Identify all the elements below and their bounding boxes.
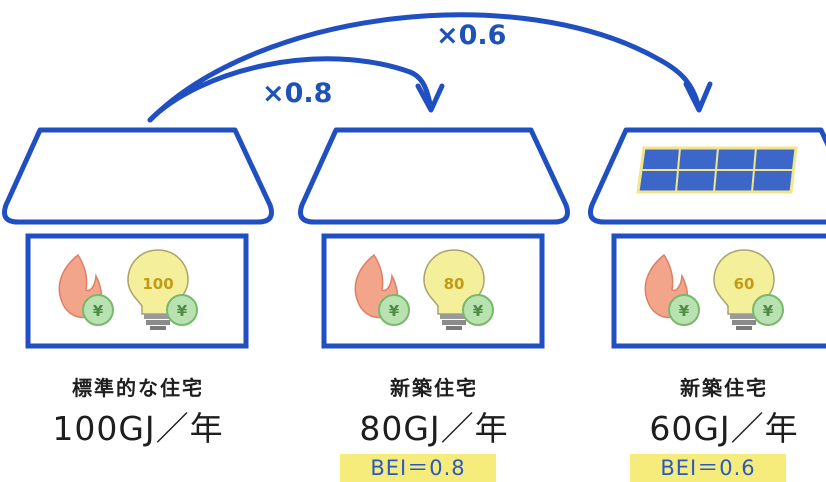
bulb-value: 80 — [444, 275, 465, 293]
house-caption: 新築住宅 — [680, 376, 768, 400]
house-caption: 新築住宅 — [390, 376, 478, 400]
house-new-1 — [301, 130, 568, 346]
yen-coin-icon: ¥ — [473, 302, 484, 320]
bei-badge: BEI＝0.8 — [340, 454, 496, 482]
house-standard — [5, 130, 272, 346]
energy-value: 60GJ／年 — [649, 409, 799, 448]
curved-arrow-icon — [147, 56, 445, 123]
bulb-value: 100 — [142, 275, 173, 293]
curved-arrow-icon — [147, 12, 713, 123]
yen-coin-icon: ¥ — [763, 302, 774, 320]
energy-value: 80GJ／年 — [359, 409, 509, 448]
yen-coin-icon: ¥ — [679, 302, 690, 320]
bulb-value: 60 — [734, 275, 755, 293]
yen-coin-icon: ¥ — [93, 302, 104, 320]
energy-value: 100GJ／年 — [52, 409, 224, 448]
multiplier-label: ×0.8 — [262, 78, 333, 109]
multiplier-label: ×0.6 — [436, 20, 507, 51]
house-caption: 標準的な住宅 — [72, 376, 204, 400]
house-new-2 — [591, 130, 826, 346]
bei-badge: BEI＝0.6 — [630, 454, 786, 482]
solar-panel-icon — [636, 146, 798, 194]
yen-coin-icon: ¥ — [389, 302, 400, 320]
yen-coin-icon: ¥ — [177, 302, 188, 320]
